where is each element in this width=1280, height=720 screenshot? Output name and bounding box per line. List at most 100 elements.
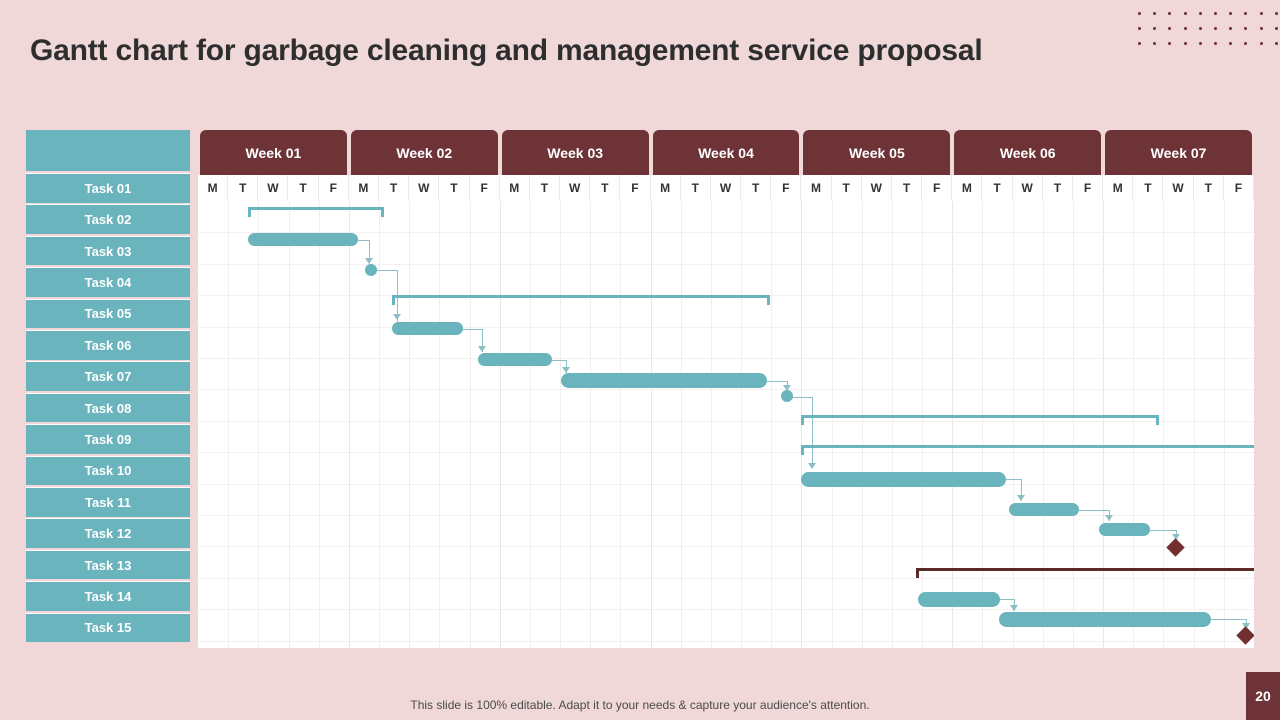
grid-line-vertical	[560, 201, 562, 648]
day-header-w2-d2[interactable]: T	[379, 175, 410, 201]
grid-line-vertical	[1103, 201, 1105, 648]
day-header-w2-d3[interactable]: W	[409, 175, 440, 201]
day-header-w3-d4[interactable]: T	[590, 175, 621, 201]
task07-bar[interactable]	[561, 373, 767, 388]
task14-summary[interactable]	[916, 568, 1254, 578]
task02-bar[interactable]	[248, 233, 358, 246]
day-label-text: W	[870, 181, 882, 195]
milestone-2[interactable]	[1236, 626, 1254, 645]
task-row-label-3[interactable]: Task 03	[26, 235, 190, 266]
week-header-2[interactable]: Week 02	[350, 130, 498, 175]
task03-node[interactable]	[365, 264, 377, 276]
grid-line-vertical	[771, 201, 773, 648]
day-label-text: M	[961, 181, 972, 195]
task-row-label-1[interactable]: Task 01	[26, 173, 190, 203]
dependency-arrow-icon	[808, 463, 816, 469]
day-header-w7-d2[interactable]: T	[1133, 175, 1164, 201]
day-header-w6-d3[interactable]: W	[1013, 175, 1043, 201]
task-row-label-13[interactable]: Task 13	[26, 549, 190, 580]
day-header-w2-d5[interactable]: F	[470, 175, 500, 201]
day-header-w2-d4[interactable]: T	[439, 175, 470, 201]
week-header-1[interactable]: Week 01	[200, 130, 347, 175]
day-header-w7-d3[interactable]: W	[1163, 175, 1194, 201]
task-label-text: Task 09	[84, 431, 132, 447]
day-header-w5-d3[interactable]: W	[862, 175, 892, 201]
day-header-w5-d5[interactable]: F	[922, 175, 953, 201]
task08-node[interactable]	[781, 390, 793, 402]
day-header-w3-d3[interactable]: W	[560, 175, 591, 201]
day-header-w4-d1[interactable]: M	[651, 175, 681, 201]
week-header-7[interactable]: Week 07	[1105, 130, 1252, 175]
task-row-label-14[interactable]: Task 14	[26, 581, 190, 611]
day-header-w6-d5[interactable]: F	[1073, 175, 1104, 201]
task-row-label-9[interactable]: Task 09	[26, 424, 190, 454]
day-header-w5-d1[interactable]: M	[801, 175, 832, 201]
week-header-5[interactable]: Week 05	[803, 130, 951, 175]
decorative-dot	[1244, 42, 1248, 45]
day-header-w1-d4[interactable]: T	[289, 175, 319, 201]
day-header-w6-d1[interactable]: M	[952, 175, 983, 201]
grid-line-horizontal	[198, 232, 1254, 234]
day-header-w4-d5[interactable]: F	[771, 175, 802, 201]
task06-bar[interactable]	[478, 353, 552, 366]
day-header-w7-d5[interactable]: F	[1224, 175, 1254, 201]
dependency-arrow-icon	[478, 346, 486, 352]
day-header-w6-d2[interactable]: T	[982, 175, 1013, 201]
week-header-4[interactable]: Week 04	[652, 130, 800, 175]
day-header-w3-d2[interactable]: T	[530, 175, 561, 201]
dependency-connector-horizontal	[787, 397, 812, 398]
milestone-1[interactable]	[1166, 538, 1185, 557]
task-row-label-12[interactable]: Task 12	[26, 518, 190, 548]
task-row-label-5[interactable]: Task 05	[26, 298, 190, 329]
task-row-label-8[interactable]: Task 08	[26, 392, 190, 423]
dependency-arrow-icon	[1172, 534, 1180, 540]
task04-summary[interactable]	[392, 295, 770, 305]
task10-summary[interactable]	[801, 445, 1254, 455]
day-header-w1-d5[interactable]: F	[319, 175, 349, 201]
day-header-w6-d4[interactable]: T	[1043, 175, 1073, 201]
day-header-w4-d2[interactable]: T	[681, 175, 711, 201]
task-row-label-4[interactable]: Task 04	[26, 267, 190, 297]
grid-line-vertical	[741, 201, 743, 648]
grid-line-vertical	[499, 201, 501, 648]
task01-summary[interactable]	[248, 207, 384, 217]
week-header-6[interactable]: Week 06	[954, 130, 1102, 175]
day-header-w5-d4[interactable]: T	[892, 175, 923, 201]
dependency-connector-horizontal	[371, 270, 397, 271]
dependency-connector-horizontal	[1079, 510, 1109, 511]
task-row-label-10[interactable]: Task 10	[26, 455, 190, 486]
decorative-dot	[1259, 42, 1263, 45]
decorative-dot	[1244, 12, 1248, 15]
task-row-label-2[interactable]: Task 02	[26, 204, 190, 234]
task-row-label-11[interactable]: Task 11	[26, 487, 190, 517]
task11-bar[interactable]	[801, 472, 1006, 487]
day-header-w3-d5[interactable]: F	[620, 175, 651, 201]
task12-bar[interactable]	[1009, 503, 1079, 516]
grid-line-vertical	[1133, 201, 1135, 648]
task14-bar[interactable]	[918, 592, 1000, 607]
task13-bar[interactable]	[1099, 523, 1150, 536]
task-row-label-6[interactable]: Task 06	[26, 330, 190, 360]
task15-bar[interactable]	[999, 612, 1211, 627]
grid-line-vertical	[590, 201, 592, 648]
dependency-arrow-icon	[365, 258, 373, 264]
day-header-w7-d1[interactable]: M	[1103, 175, 1134, 201]
day-header-w7-d4[interactable]: T	[1194, 175, 1224, 201]
day-header-w1-d3[interactable]: W	[258, 175, 289, 201]
decorative-dot	[1274, 27, 1278, 30]
day-header-w3-d1[interactable]: M	[500, 175, 530, 201]
day-header-w5-d2[interactable]: T	[832, 175, 862, 201]
day-header-w1-d2[interactable]: T	[228, 175, 259, 201]
grid-line-vertical	[439, 201, 441, 648]
day-header-w1-d1[interactable]: M	[198, 175, 229, 201]
task-row-label-15[interactable]: Task 15	[26, 612, 190, 643]
task-row-label-7[interactable]: Task 07	[26, 361, 190, 391]
day-header-w4-d3[interactable]: W	[711, 175, 742, 201]
week-header-3[interactable]: Week 03	[501, 130, 649, 175]
day-header-w4-d4[interactable]: T	[741, 175, 772, 201]
task09-summary[interactable]	[801, 415, 1159, 425]
day-header-w2-d1[interactable]: M	[349, 175, 379, 201]
grid-line-vertical	[982, 201, 984, 648]
day-label-text: M	[509, 181, 520, 195]
task05-bar[interactable]	[392, 322, 463, 335]
